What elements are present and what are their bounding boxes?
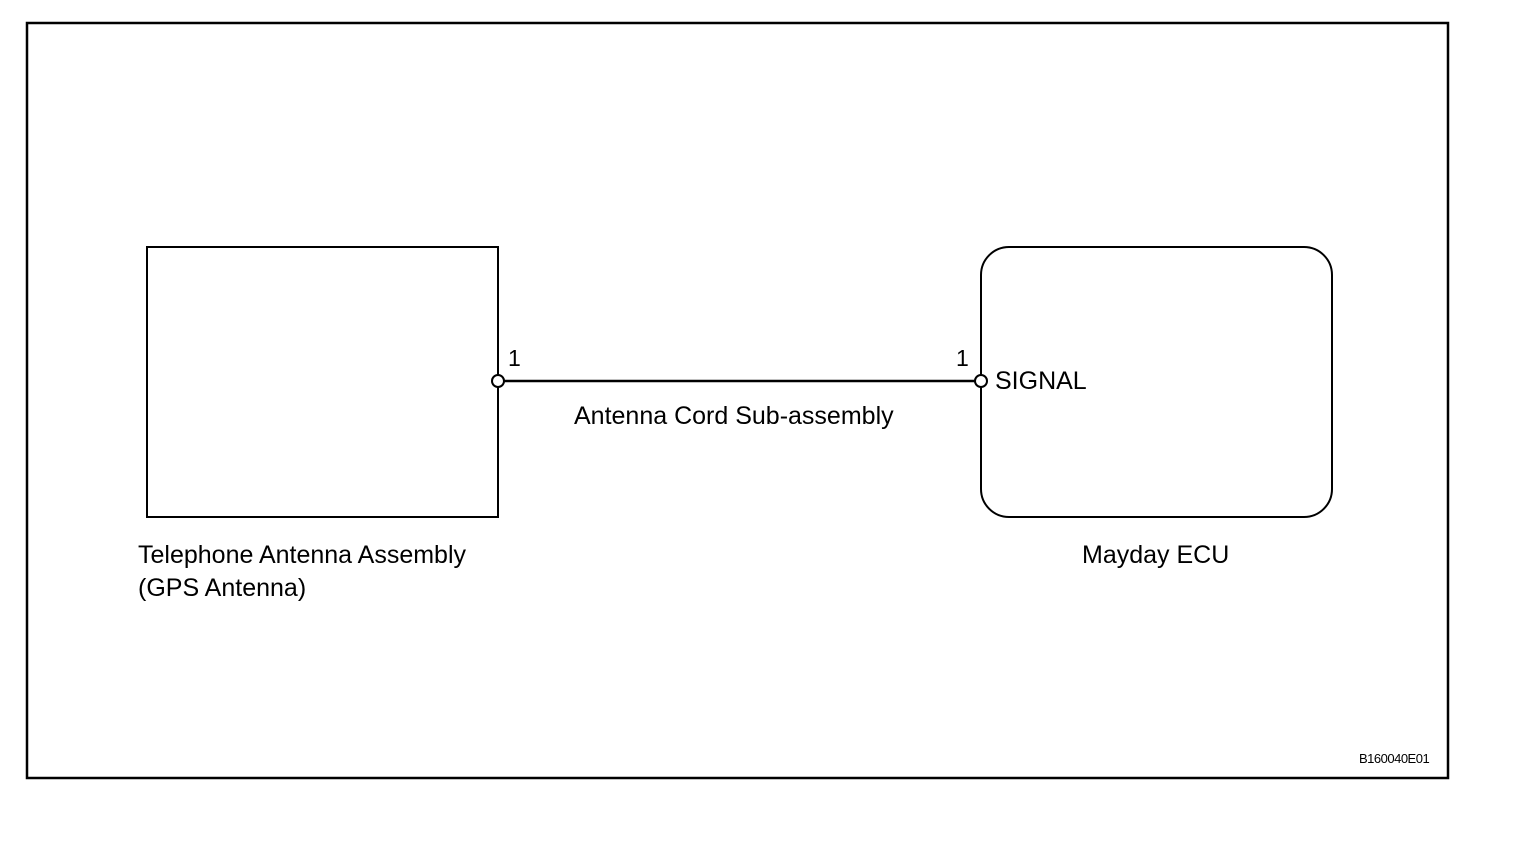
ecu-pin-number: 1 [956, 345, 969, 371]
antenna-pin-number: 1 [508, 345, 521, 371]
diagram-frame [25, 21, 1450, 780]
figure-code: B160040E01 [1359, 751, 1429, 766]
antenna-assembly-label: Telephone Antenna Assembly [138, 541, 467, 569]
antenna-assembly-sublabel: (GPS Antenna) [138, 574, 306, 602]
ecu-terminal-label: SIGNAL [995, 367, 1087, 395]
mayday-ecu-label: Mayday ECU [1082, 541, 1229, 569]
ecu-terminal-icon [974, 374, 988, 388]
antenna-assembly-box [146, 246, 499, 518]
wire-label: Antenna Cord Sub-assembly [574, 402, 894, 430]
antenna-terminal-icon [491, 374, 505, 388]
